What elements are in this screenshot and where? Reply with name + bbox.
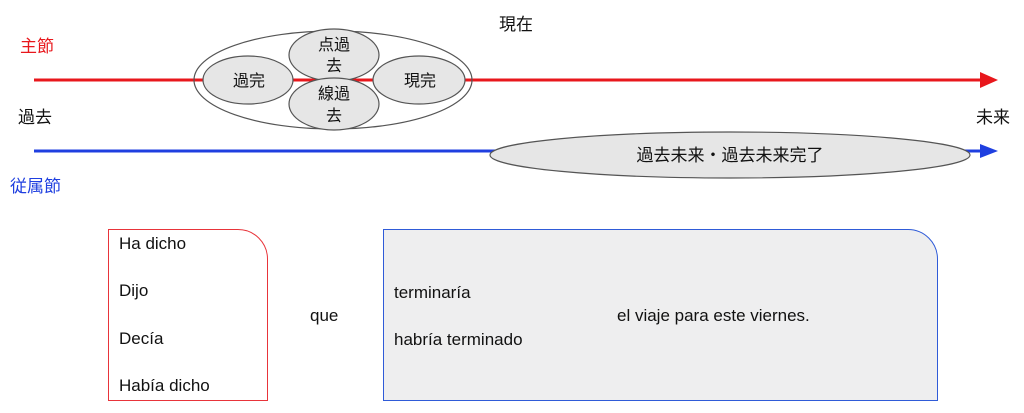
- subordinate-verbs-box: [383, 229, 938, 401]
- complement-text: el viaje para este viernes.: [617, 306, 810, 325]
- main-verb-ha-dicho: Ha dicho: [119, 234, 187, 253]
- connector-que: que: [310, 306, 339, 325]
- point-past-text-line1: 点過: [318, 35, 350, 54]
- main-timeline-arrowhead: [980, 72, 998, 88]
- point-past-text-line2: 去: [326, 56, 342, 75]
- sub-verb-terminaria: terminaría: [394, 283, 471, 302]
- past-perfect-bubble: [202, 55, 294, 105]
- present-perfect-bubble: [372, 55, 466, 105]
- subordinate-clause-label: 従属節: [10, 177, 61, 197]
- main-verb-decia: Decía: [119, 329, 164, 348]
- main-verbs-box: [108, 229, 268, 401]
- past-perfect-text: 過完: [233, 71, 265, 90]
- sub-verb-habria-terminado: habría terminado: [394, 330, 523, 349]
- past-label: 過去: [18, 108, 52, 128]
- present-label: 現在: [499, 15, 533, 35]
- future-in-past-bubble: [489, 131, 971, 179]
- future-label: 未来: [976, 108, 1010, 128]
- future-in-past-text: 過去未来・過去未来完了: [637, 146, 824, 166]
- line-past-text-line2: 去: [326, 106, 342, 125]
- main-verb-dijo: Dijo: [119, 281, 149, 300]
- main-clause-label: 主節: [20, 37, 54, 57]
- line-past-bubble: [288, 77, 380, 131]
- present-perfect-text: 現完: [404, 71, 436, 90]
- subordinate-timeline-arrowhead: [980, 144, 998, 158]
- line-past-text-line1: 線過: [318, 84, 350, 103]
- main-verb-habia-dicho: Había dicho: [119, 376, 210, 395]
